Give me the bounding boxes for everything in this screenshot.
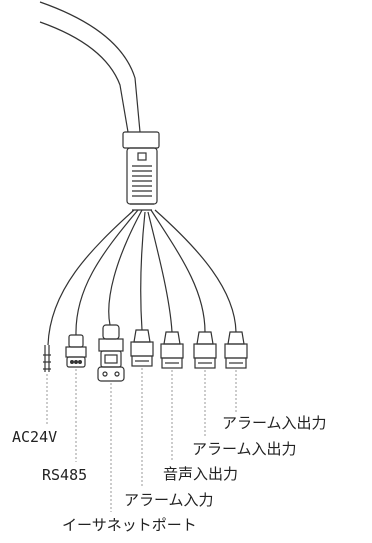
label-ethernet-port: イーサネットポート	[62, 516, 197, 534]
rs485-connector	[65, 334, 87, 368]
terminal-connector-alarm-io-2	[224, 331, 248, 369]
terminal-connector-alarm-io-1	[193, 331, 217, 369]
label-audio-io: 音声入出力	[163, 465, 239, 483]
ethernet-connector	[97, 324, 125, 382]
ac24v-wire-ends	[43, 345, 51, 372]
label-ac24v: AC24V	[12, 428, 58, 446]
main-cable	[39, 1, 141, 133]
label-alarm-io-2: アラーム入出力	[222, 414, 327, 432]
terminal-connector-alarm-input	[130, 329, 154, 367]
leader-lines	[46, 368, 237, 512]
terminal-connector-audio-io	[160, 331, 184, 369]
main-connector-block	[122, 131, 160, 211]
label-alarm-input: アラーム入力	[124, 491, 214, 509]
label-alarm-io-1: アラーム入出力	[192, 440, 297, 458]
label-rs485: RS485	[42, 466, 88, 484]
wire-bundle	[47, 209, 237, 346]
